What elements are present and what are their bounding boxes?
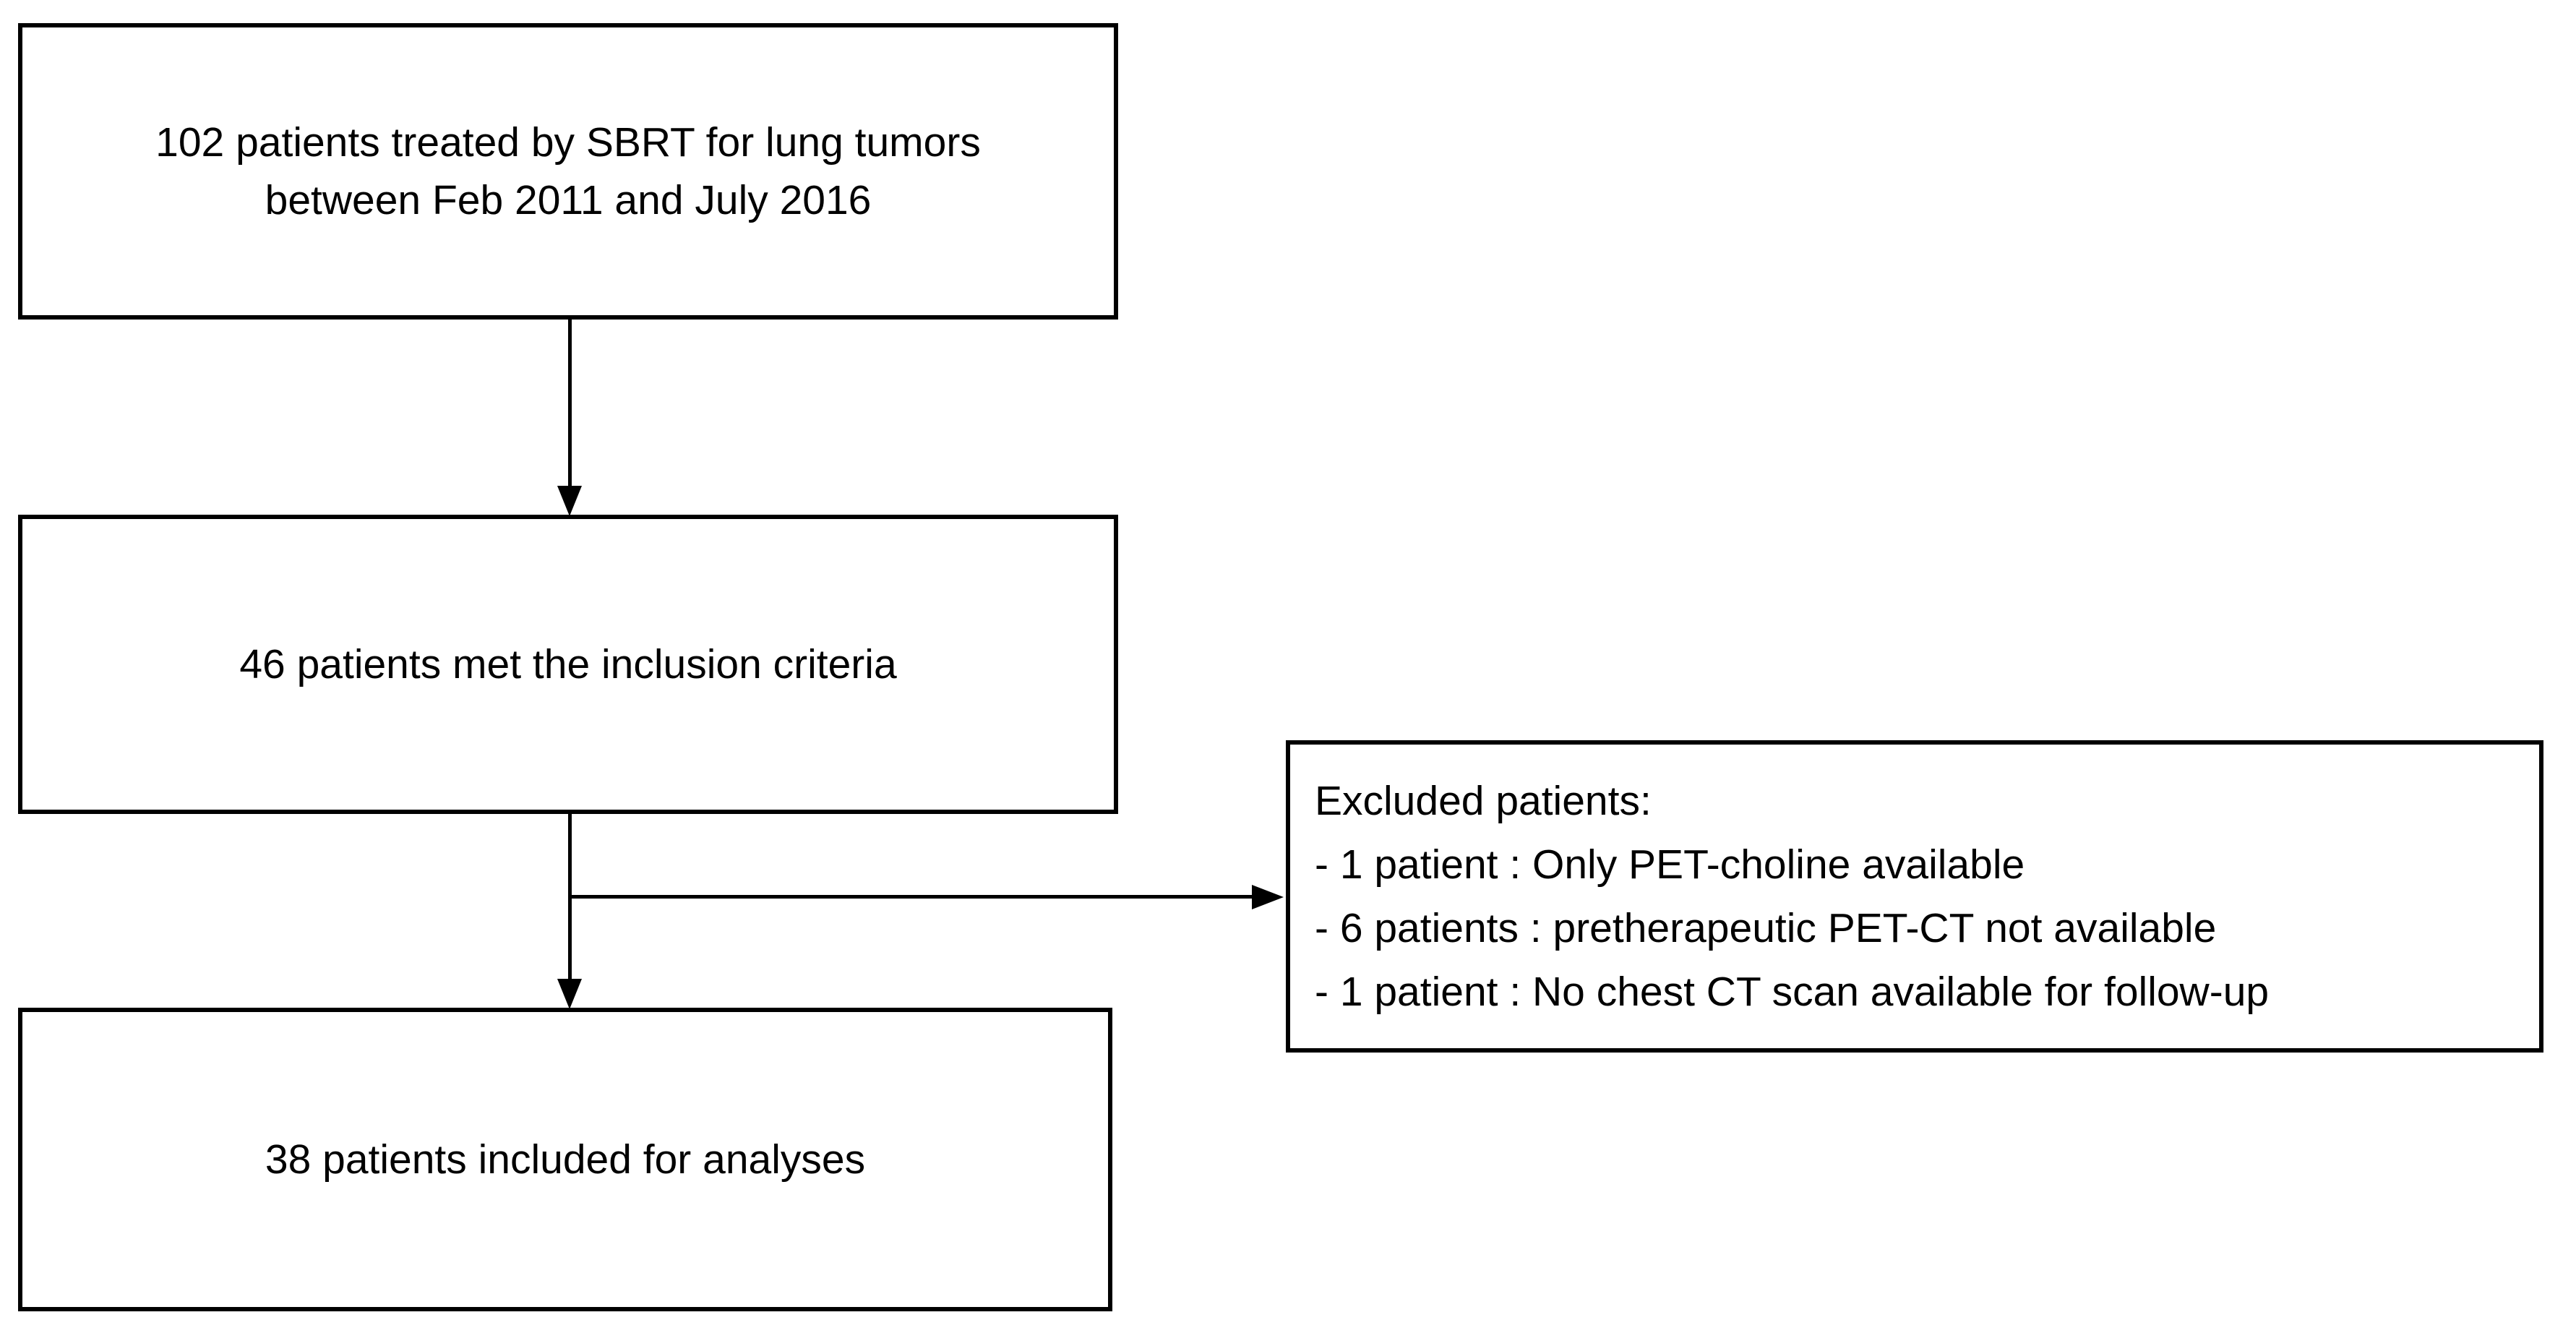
excluded-item: - 1 patient : Only PET-choline available bbox=[1315, 841, 2025, 888]
arrowhead-right-icon bbox=[1252, 885, 1284, 909]
excluded-item: - 6 patients : pretherapeutic PET-CT not… bbox=[1315, 905, 2217, 951]
analyzed-text: 38 patients included for analyses bbox=[265, 1136, 866, 1183]
screened-line-1: 102 patients treated by SBRT for lung tu… bbox=[155, 119, 981, 166]
box-analyzed-patients: 38 patients included for analyses bbox=[18, 1008, 1112, 1311]
excluded-item: - 1 patient : No chest CT scan available… bbox=[1315, 969, 2270, 1015]
box-excluded-patients: Excluded patients: - 1 patient : Only PE… bbox=[1286, 740, 2543, 1053]
screened-line-2: between Feb 2011 and July 2016 bbox=[265, 177, 872, 223]
inclusion-text: 46 patients met the inclusion criteria bbox=[239, 641, 897, 687]
excluded-heading: Excluded patients: bbox=[1315, 778, 1652, 824]
arrowhead-down-icon bbox=[557, 486, 582, 516]
box-inclusion-criteria: 46 patients met the inclusion criteria bbox=[18, 515, 1118, 814]
box-screened-patients: 102 patients treated by SBRT for lung tu… bbox=[18, 23, 1118, 320]
branch-to-excluded-line bbox=[568, 895, 1252, 899]
arrowhead-down-icon bbox=[557, 979, 582, 1009]
arrow-screened-to-inclusion-line bbox=[568, 320, 572, 489]
